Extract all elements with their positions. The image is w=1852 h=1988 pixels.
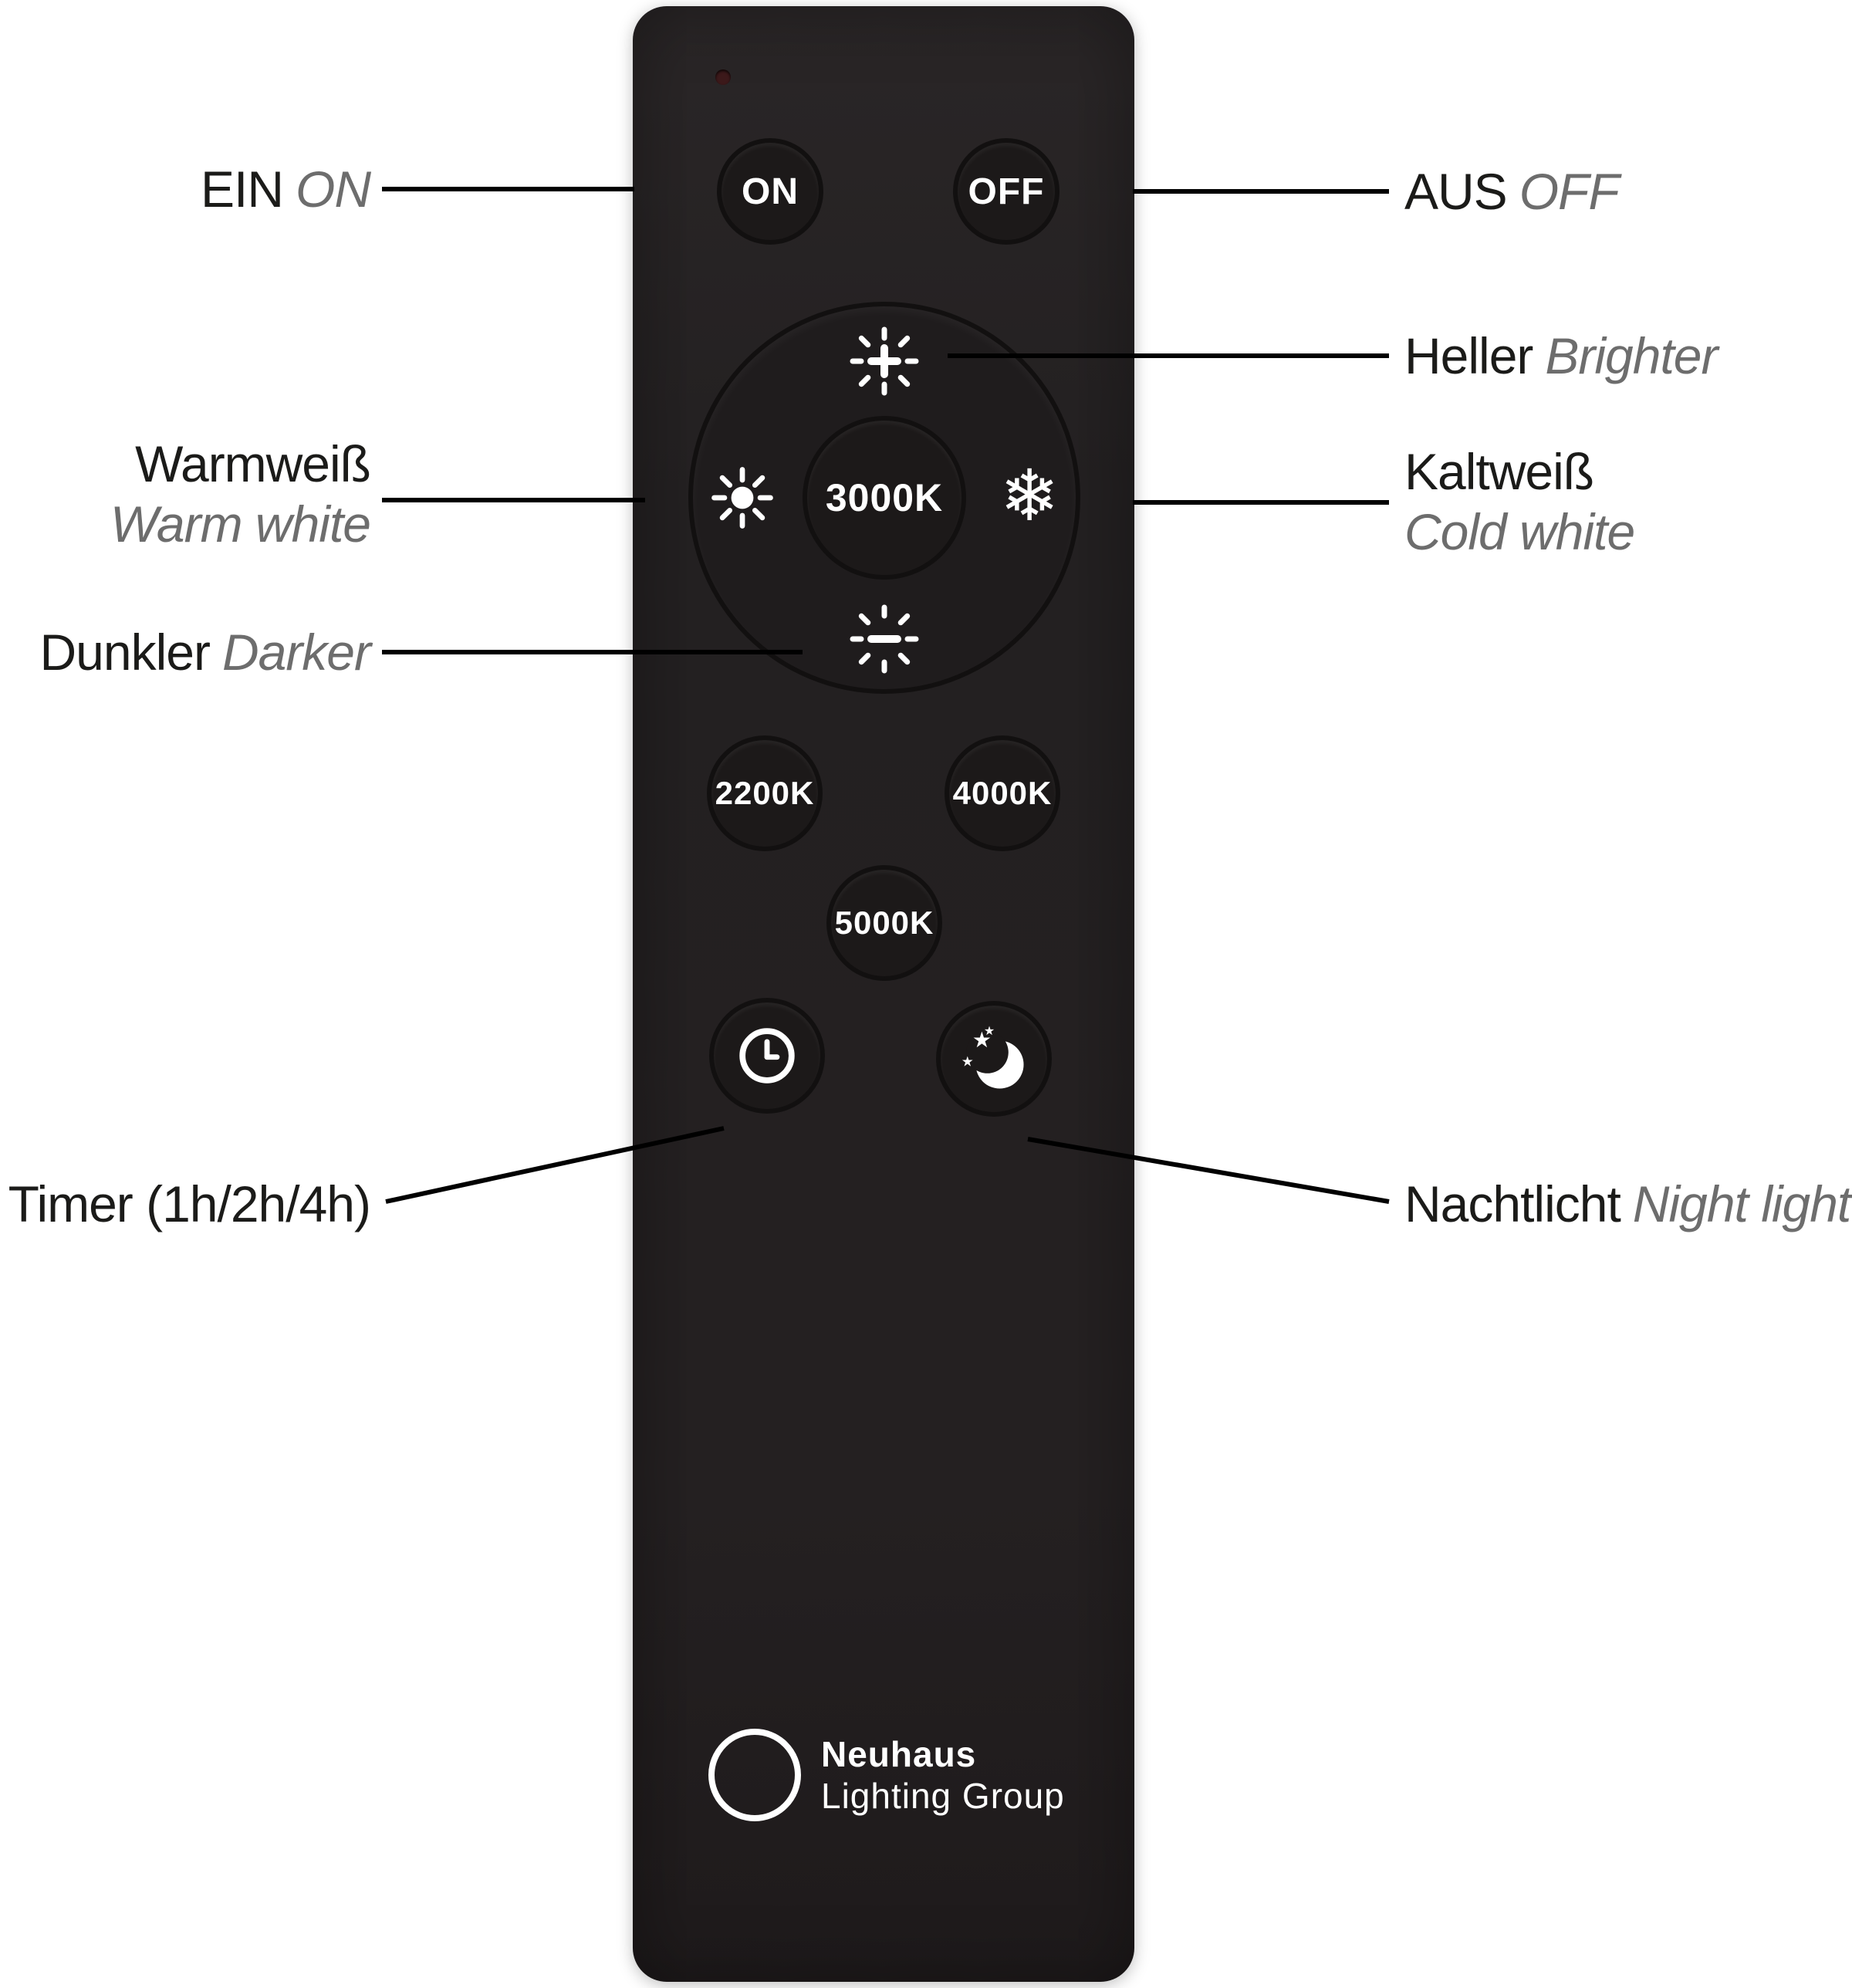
off-button: OFF — [958, 143, 1055, 240]
moon-stars-icon: ★ ★ ★ — [958, 1023, 1030, 1095]
brand-name: Neuhaus — [821, 1734, 977, 1774]
temp-2200k-button: 2200K — [711, 740, 818, 847]
label-kaltweiss-en: Cold white — [1404, 503, 1635, 560]
label-heller-en: Brighter — [1545, 327, 1718, 384]
svg-text:★: ★ — [972, 1027, 992, 1053]
label-aus-en: OFF — [1519, 163, 1620, 220]
label-timer: Timer (1h/2h/4h) — [8, 1174, 371, 1234]
label-warmweiss-en: Warm white — [110, 495, 371, 553]
temp-3000k-button: 3000K — [807, 421, 961, 575]
temp-5000k-button: 5000K — [831, 870, 938, 976]
off-button-label: OFF — [968, 171, 1045, 212]
label-timer-de: Timer (1h/2h/4h) — [8, 1175, 371, 1232]
label-ein-en: ON — [296, 161, 371, 218]
brand-logo-circle — [708, 1729, 801, 1821]
brightness-plus-icon — [846, 323, 923, 400]
label-nachtlicht-en: Night light — [1632, 1175, 1851, 1232]
temp-5000k-label: 5000K — [834, 904, 934, 941]
brightness-minus-icon — [846, 600, 923, 678]
color-temp-dial: ❄ 3000K — [693, 306, 1076, 689]
temp-3000k-label: 3000K — [825, 476, 944, 519]
label-warmweiss: Warmweiß Warm white — [110, 434, 371, 554]
timer-button — [714, 1002, 820, 1109]
label-dunkler-de: Dunkler — [39, 624, 211, 681]
night-light-button: ★ ★ ★ — [941, 1006, 1047, 1112]
temp-4000k-label: 4000K — [952, 775, 1053, 811]
remote-body: ON OFF — [633, 6, 1134, 1982]
on-button: ON — [722, 143, 819, 240]
label-heller-de: Heller — [1404, 327, 1533, 384]
temp-4000k-button: 4000K — [949, 740, 1056, 847]
label-dunkler-en: Darker — [221, 624, 371, 681]
snowflake-icon: ❄ — [991, 458, 1068, 535]
clock-icon — [734, 1023, 800, 1089]
svg-text:★: ★ — [984, 1023, 995, 1038]
snowflake-glyph: ❄ — [999, 455, 1059, 537]
led-indicator — [715, 69, 731, 85]
brand-logo: Neuhaus Lighting Group — [821, 1733, 1065, 1817]
label-kaltweiss-de: Kaltweiß — [1404, 443, 1594, 500]
brand-subtitle: Lighting Group — [821, 1776, 1065, 1816]
on-button-label: ON — [742, 171, 799, 212]
label-nachtlicht-de: Nachtlicht — [1404, 1175, 1621, 1232]
sun-icon — [705, 461, 779, 535]
svg-text:★: ★ — [961, 1053, 974, 1070]
label-warmweiss-de: Warmweiß — [135, 435, 371, 492]
label-ein-de: EIN — [200, 161, 284, 218]
label-aus-de: AUS — [1404, 163, 1508, 220]
temp-2200k-label: 2200K — [715, 775, 815, 811]
label-kaltweiss: Kaltweiß Cold white — [1404, 441, 1635, 562]
